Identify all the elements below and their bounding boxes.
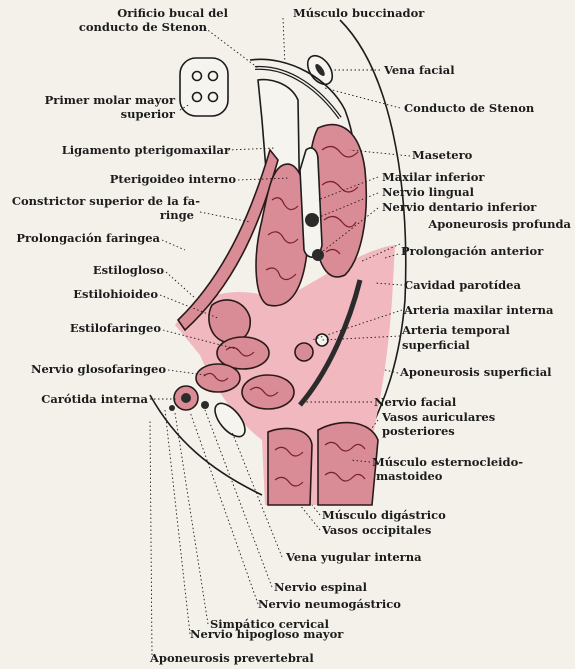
label-maxilar-inferior: Maxilar inferior bbox=[382, 170, 485, 184]
label-orificio-2: conducto de Stenon bbox=[79, 20, 208, 34]
label-aponeurosis-superficial: Aponeurosis superficial bbox=[399, 365, 552, 379]
label-estilohioideo: Estilohioideo bbox=[73, 287, 158, 301]
label-masetero: Masetero bbox=[412, 148, 473, 162]
temporal-artery bbox=[316, 334, 328, 346]
label-hipogloso: Nervio hipogloso mayor bbox=[190, 627, 344, 641]
label-buccinador: Músculo buccinador bbox=[293, 6, 425, 20]
label-conducto-stenon: Conducto de Stenon bbox=[404, 101, 535, 115]
label-nervio-lingual: Nervio lingual bbox=[382, 185, 475, 199]
label-pterigoideo: Pterigoideo interno bbox=[110, 172, 237, 186]
label-arteria-temporal: Arteria temporal bbox=[401, 323, 511, 337]
label-arteria-temporal-2: superficial bbox=[402, 338, 470, 352]
stylohyoid-muscle bbox=[209, 300, 250, 343]
label-nervio-facial: Nervio facial bbox=[374, 395, 457, 409]
label-prolongacion-faringea: Prolongación faringea bbox=[16, 231, 160, 245]
label-esternocleido-2: mastoideo bbox=[376, 469, 443, 483]
label-vasos-occipitales: Vasos occipitales bbox=[321, 523, 431, 537]
label-vasos-auriculares-2: posteriores bbox=[382, 424, 455, 438]
lingual-nerve bbox=[305, 213, 319, 227]
artwork bbox=[150, 20, 406, 505]
label-ligamento: Ligamento pterigomaxilar bbox=[62, 143, 231, 157]
label-arteria-maxilar: Arteria maxilar interna bbox=[403, 303, 554, 317]
sternocleidomastoid-muscle bbox=[318, 423, 378, 505]
posterior-belly-digastric bbox=[268, 428, 312, 505]
label-yugular: Vena yugular interna bbox=[285, 550, 422, 564]
label-constrictor-2: ringe bbox=[160, 208, 194, 222]
label-cavidad-parotidea: Cavidad parotídea bbox=[404, 278, 521, 292]
label-estilofaringeo: Estilofaringeo bbox=[70, 321, 162, 335]
label-prolongacion-anterior: Prolongación anterior bbox=[401, 244, 544, 258]
label-aponeurosis-profunda: Aponeurosis profunda bbox=[427, 217, 571, 231]
label-carotida: Carótida interna bbox=[41, 392, 148, 406]
label-estilogloso: Estilogloso bbox=[93, 263, 165, 277]
maxillary-artery bbox=[295, 343, 313, 361]
label-constrictor: Constrictor superior de la fa- bbox=[12, 194, 200, 208]
label-orificio: Orificio bucal del bbox=[117, 6, 228, 20]
styloglossus-muscle bbox=[196, 364, 240, 392]
label-primer-molar-2: superior bbox=[121, 107, 176, 121]
mandible-ramus bbox=[300, 148, 322, 257]
label-neumogastrico: Nervio neumogástrico bbox=[258, 597, 401, 611]
label-nervio-dentario: Nervio dentario inferior bbox=[382, 200, 537, 214]
label-esternocleido: Músculo esternocleido- bbox=[372, 455, 523, 469]
label-vena-facial: Vena facial bbox=[383, 63, 455, 77]
label-nervio-glosofaringeo: Nervio glosofaringeo bbox=[31, 362, 166, 376]
digastric-muscle bbox=[242, 375, 294, 409]
molar-tooth bbox=[180, 58, 228, 116]
label-primer-molar: Primer molar mayor bbox=[45, 93, 176, 107]
label-digastrico: Músculo digástrico bbox=[322, 508, 446, 522]
label-prevertebral: Aponeurosis prevertebral bbox=[149, 651, 314, 665]
label-espinal: Nervio espinal bbox=[274, 580, 368, 594]
label-vasos-auriculares: Vasos auriculares bbox=[381, 410, 495, 424]
